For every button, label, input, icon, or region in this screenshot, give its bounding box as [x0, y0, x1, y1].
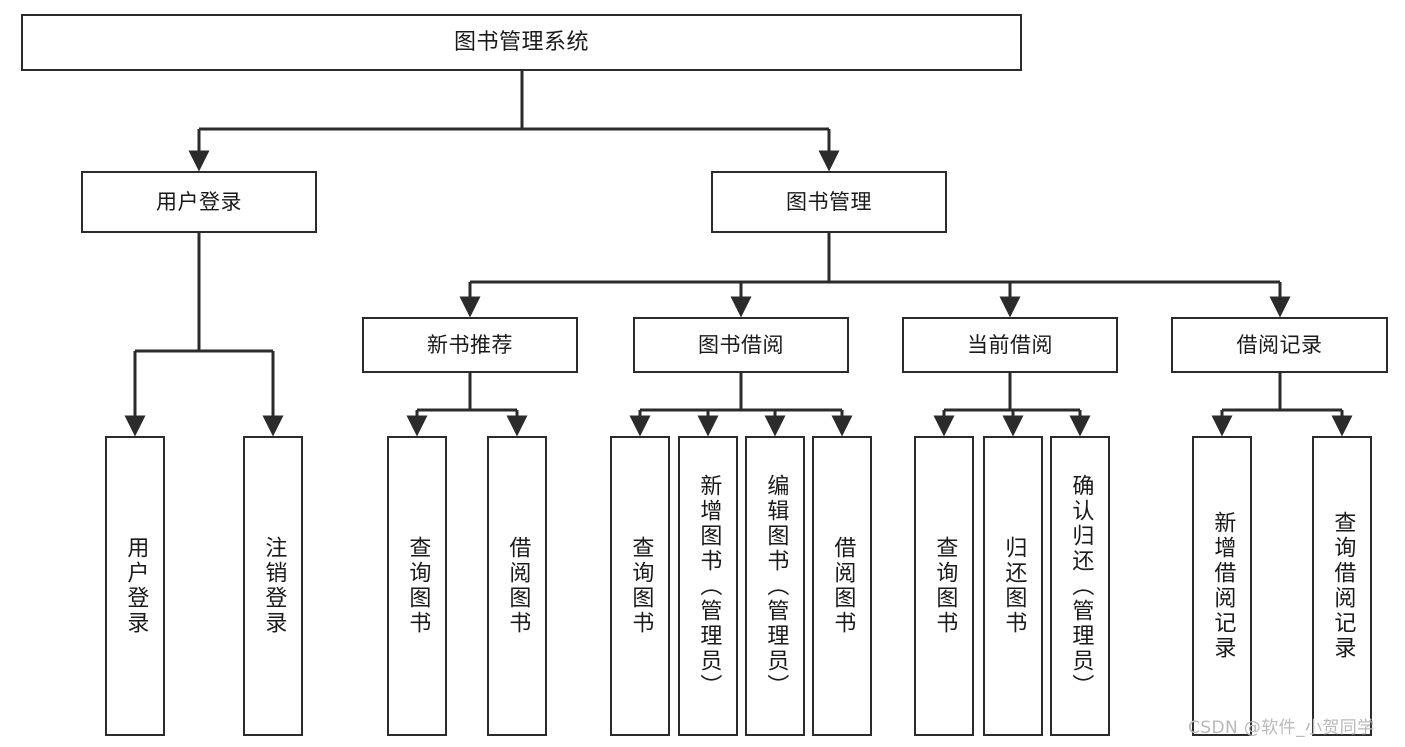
node-leaf-query-record[interactable]: 查询借阅记录 [1312, 436, 1372, 736]
node-label: 查询图书 [628, 536, 654, 636]
node-label: 编辑图书（管理员） [763, 473, 789, 699]
node-label: 新增图书（管理员） [696, 473, 722, 699]
node-label: 借阅图书 [505, 536, 531, 636]
node-leaf-add-book[interactable]: 新增图书（管理员） [678, 436, 738, 736]
node-leaf-query-book-2[interactable]: 查询图书 [610, 436, 670, 736]
node-label: 当前借阅 [967, 332, 1053, 357]
node-label: 查询图书 [932, 536, 958, 636]
node-label: 查询图书 [405, 536, 431, 636]
node-label: 用户登录 [123, 536, 149, 636]
node-leaf-borrow-book-1[interactable]: 借阅图书 [487, 436, 547, 736]
node-label: 图书借阅 [698, 332, 784, 357]
node-label: 借阅图书 [830, 536, 856, 636]
node-leaf-add-record[interactable]: 新增借阅记录 [1192, 436, 1252, 736]
node-label: 查询借阅记录 [1330, 511, 1356, 661]
node-leaf-query-book-1[interactable]: 查询图书 [387, 436, 447, 736]
node-leaf-confirm-return[interactable]: 确认归还（管理员） [1050, 436, 1110, 736]
node-label: 图书管理 [786, 189, 872, 214]
node-root[interactable]: 图书管理系统 [21, 14, 1022, 71]
node-label: 用户登录 [156, 189, 242, 214]
node-new-book-rec[interactable]: 新书推荐 [362, 317, 578, 373]
node-label: 确认归还（管理员） [1068, 473, 1094, 699]
node-label: 注销登录 [261, 536, 287, 636]
node-user-login[interactable]: 用户登录 [81, 171, 317, 233]
node-label: 新书推荐 [427, 332, 513, 357]
node-borrow-record[interactable]: 借阅记录 [1171, 317, 1388, 373]
node-leaf-user-login[interactable]: 用户登录 [105, 436, 165, 736]
node-label: 图书管理系统 [453, 29, 589, 55]
node-leaf-borrow-book-2[interactable]: 借阅图书 [812, 436, 872, 736]
node-label: 借阅记录 [1236, 332, 1323, 357]
node-book-borrow[interactable]: 图书借阅 [633, 317, 849, 373]
node-book-manage[interactable]: 图书管理 [711, 171, 947, 233]
node-leaf-return-book[interactable]: 归还图书 [983, 436, 1043, 736]
node-leaf-logout[interactable]: 注销登录 [243, 436, 303, 736]
node-leaf-edit-book[interactable]: 编辑图书（管理员） [745, 436, 805, 736]
node-leaf-query-book-3[interactable]: 查询图书 [914, 436, 974, 736]
node-label: 新增借阅记录 [1210, 511, 1236, 661]
node-current-borrow[interactable]: 当前借阅 [902, 317, 1118, 373]
node-label: 归还图书 [1001, 536, 1027, 636]
